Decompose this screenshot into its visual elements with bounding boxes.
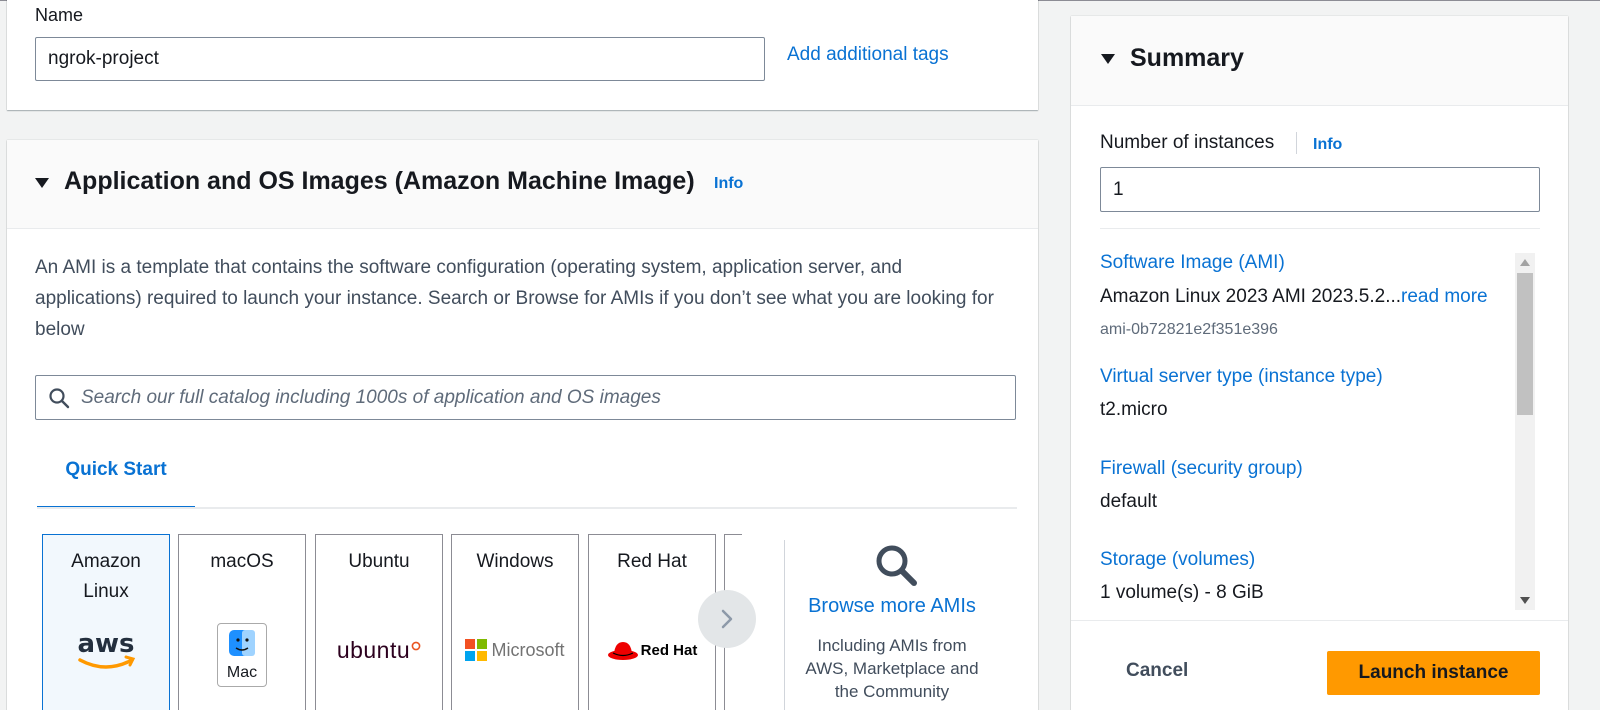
ami-search-input[interactable] [81,376,1001,419]
ami-description: An AMI is a template that contains the s… [35,257,994,340]
instances-info-link[interactable]: Info [1313,136,1343,153]
ami-card-ubuntu[interactable]: Ubuntu ubuntu [315,534,443,710]
caret-down-icon[interactable] [1101,54,1115,64]
instance-type-link[interactable]: Virtual server type (instance type) [1100,366,1383,387]
caret-down-icon[interactable] [35,178,49,188]
carousel-next-button[interactable] [698,590,756,648]
security-group-link[interactable]: Firewall (security group) [1100,458,1303,479]
svg-text:aws: aws [77,630,134,659]
ami-id: ami-0b72821e2f351e396 [1100,321,1278,338]
summary-scrollbar[interactable] [1515,253,1535,610]
ami-info-link[interactable]: Info [714,175,744,192]
software-image-link[interactable]: Software Image (AMI) [1100,252,1285,273]
instance-type-value: t2.micro [1100,399,1168,420]
mac-logo-icon: Mac [179,623,305,687]
redhat-logo-text: Red Hat [640,641,698,659]
software-image-name: Amazon Linux 2023 AMI 2023.5.2... [1100,286,1402,307]
software-image-value: Amazon Linux 2023 AMI 2023.5.2...read mo… [1100,286,1488,308]
ami-card-windows[interactable]: Windows Microsoft [451,534,579,710]
ubuntu-logo-icon: ubuntu [316,625,442,675]
ami-card-amazon-linux[interactable]: Amazon Linux aws [42,534,170,710]
divider [1100,228,1540,229]
ami-card-label: Amazon Linux [71,551,141,602]
tab-quick-start[interactable]: Quick Start [37,450,195,509]
name-and-tags-panel: Name Add additional tags [7,0,1038,110]
read-more-link[interactable]: read more [1401,286,1488,307]
scroll-up-icon[interactable] [1520,259,1530,266]
microsoft-logo-icon: Microsoft [452,625,578,675]
tabs-divider [37,507,1017,509]
ami-search-box[interactable] [35,375,1016,420]
ami-card-label: Windows [476,551,554,572]
microsoft-logo-text: Microsoft [491,639,565,660]
ami-panel-header[interactable]: Application and OS Images (Amazon Machin… [7,140,1038,229]
number-of-instances-input[interactable] [1100,167,1540,212]
ubuntu-logo-text: ubuntu [336,636,411,663]
ami-card-label: macOS [210,551,274,572]
security-group-value: default [1100,491,1158,512]
ami-card-label: Red Hat [617,551,687,572]
chevron-right-icon [721,609,733,629]
name-label: Name [35,5,84,25]
cancel-button[interactable]: Cancel [1126,660,1189,681]
divider [1071,620,1568,621]
divider [1296,132,1297,154]
storage-link[interactable]: Storage (volumes) [1100,549,1256,570]
launch-instance-button[interactable]: Launch instance [1327,651,1540,695]
search-icon [49,388,70,409]
browse-more-amis-link[interactable]: Browse more AMIs [808,595,976,617]
ami-card-macos[interactable]: macOS Mac [178,534,306,710]
name-input[interactable] [35,37,765,81]
ami-panel-title: Application and OS Images (Amazon Machin… [64,167,695,195]
storage-value: 1 volume(s) - 8 GiB [1100,582,1264,603]
number-of-instances-label: Number of instances [1100,132,1275,153]
summary-panel: Summary Number of instances Info Softwar… [1071,16,1568,710]
scrollbar-thumb[interactable] [1517,273,1533,415]
ami-panel: Application and OS Images (Amazon Machin… [7,140,1038,710]
ami-card-red-hat[interactable]: Red Hat Red Hat [588,534,716,710]
summary-title: Summary [1130,44,1244,72]
redhat-logo-icon: Red Hat [589,625,715,675]
summary-header[interactable]: Summary [1071,16,1568,106]
ami-card-label: Ubuntu [348,551,410,572]
search-icon[interactable] [874,543,918,587]
aws-logo-icon: aws [43,627,169,677]
scroll-down-icon[interactable] [1520,597,1530,604]
add-additional-tags-link[interactable]: Add additional tags [787,44,949,65]
browse-more-amis-description: Including AMIs from AWS, Marketplace and… [805,636,979,701]
browse-divider [784,540,785,710]
mac-logo-text: Mac [226,664,258,681]
